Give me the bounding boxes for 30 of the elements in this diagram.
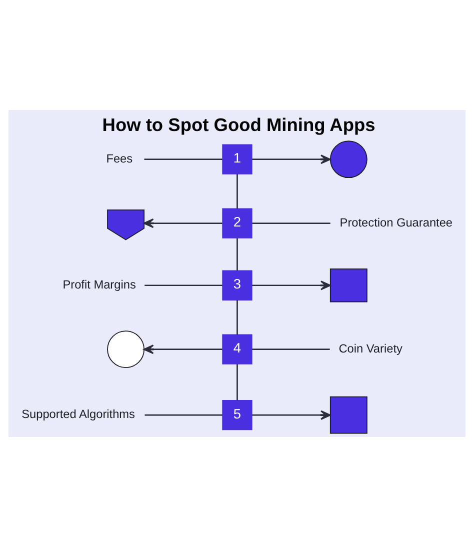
connector	[236, 174, 238, 208]
node-circle	[330, 140, 368, 178]
node-box: 3	[222, 270, 252, 300]
arrow	[143, 218, 222, 228]
arrow	[252, 154, 331, 164]
connector	[236, 238, 238, 270]
node-shield	[107, 209, 145, 240]
node-box: 2	[222, 208, 252, 238]
node-text: Profit Margins	[62, 276, 136, 291]
node-text: Protection Guarantee	[340, 214, 453, 229]
node-text: Coin Variety	[338, 340, 402, 355]
node-bar	[330, 268, 368, 302]
connector	[236, 300, 238, 334]
diagram-title: How to Spot Good Mining Apps	[102, 114, 376, 135]
node-text: Fees	[106, 150, 133, 165]
connector	[144, 414, 222, 416]
connector	[252, 222, 330, 224]
arrow	[252, 410, 331, 420]
connector	[252, 348, 330, 350]
node-box: 4	[222, 334, 252, 364]
node-box: 1	[222, 144, 252, 174]
node-circle	[107, 330, 145, 368]
connector	[144, 158, 222, 160]
node-box	[330, 396, 368, 434]
connector	[236, 364, 238, 400]
arrow	[252, 280, 331, 290]
connector	[144, 284, 222, 286]
arrow	[143, 344, 222, 354]
node-text: Supported Algorithms	[22, 406, 135, 421]
node-box: 5	[222, 400, 252, 430]
